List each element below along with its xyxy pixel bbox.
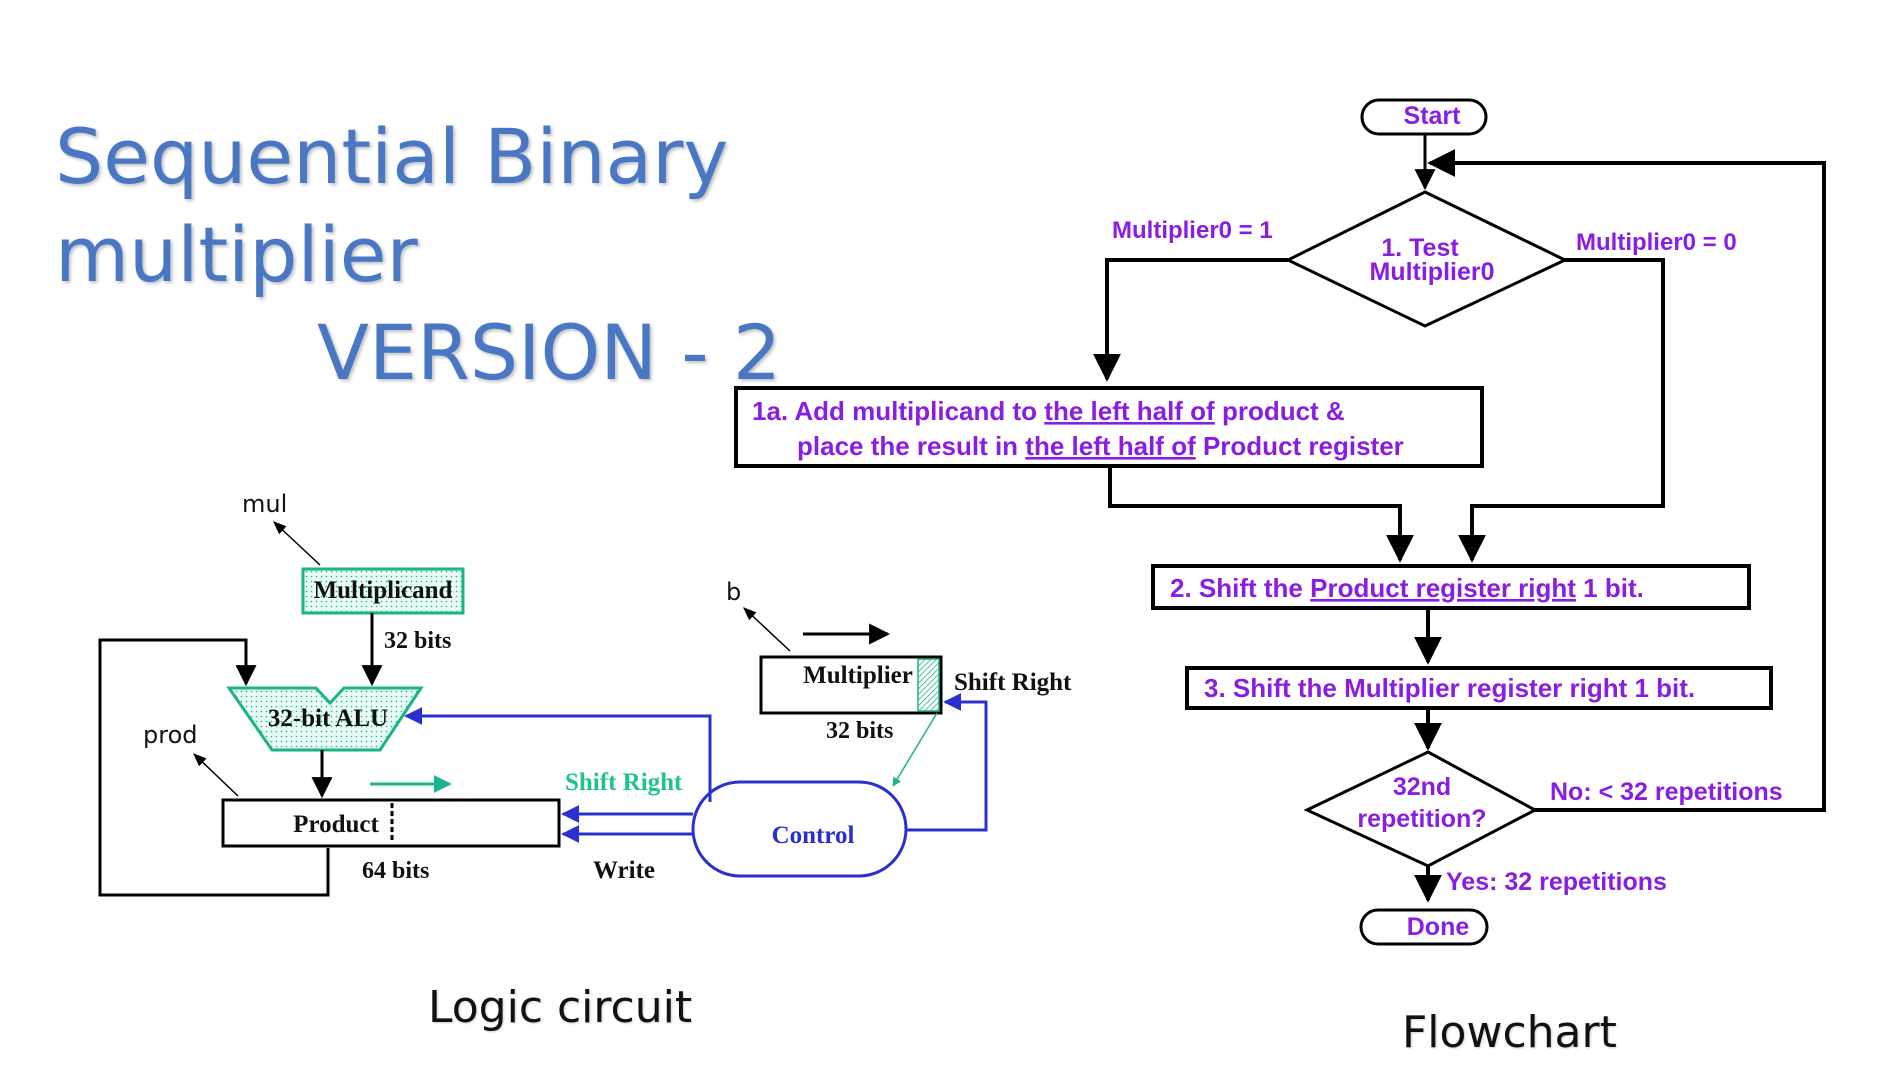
bits-32-mult: 32 bits [826,718,893,744]
done-terminal [1359,908,1489,946]
multiplier-lsb-to-control [892,712,938,787]
flow-arrow-1a-to-2 [1108,466,1414,563]
step-2-label: 2. Shift the Product register right 1 bi… [1170,573,1644,603]
test-line-1: 1. Test [1381,234,1459,262]
step-3-label: 3. Shift the Multiplier register right 1… [1204,673,1695,703]
yes-label: Yes: 32 repetitions [1446,868,1667,896]
caption-logic-circuit: Logic circuit [428,982,693,1033]
mul-pointer-arrow [273,521,321,566]
test-multiplier-decision [1284,190,1569,328]
bits-64: 64 bits [362,858,429,884]
control-to-alu [404,707,712,802]
flow-arrow-left-branch [1093,258,1288,382]
product-label: Product [293,811,379,838]
multiplier-lsb-cell [917,658,940,712]
mul-label: mul [242,490,287,518]
b-pointer-arrow [743,607,791,652]
no-label: No: < 32 repetitions [1550,778,1783,806]
multiplier-register [759,655,943,715]
b-label: b [726,578,741,606]
multiplier-label: Multiplier [803,662,913,689]
branch-label-left: Multiplier0 = 1 [1112,217,1273,244]
product-feedback-loop [98,638,330,897]
step-1a-box [734,386,1484,468]
step-1a-line-2: place the result in the left half of Pro… [797,431,1404,461]
flowchart: Start 1. Test Multiplier0 Multiplier0 = … [734,98,1826,946]
slide-title: Sequential Binary multiplier VERSION - 2 [55,108,1015,402]
flow-arrow-no-loop [1427,149,1826,812]
start-label: Start [1404,102,1462,130]
bits-32-top: 32 bits [384,628,451,654]
write-label: Write [593,857,655,884]
step-3-box [1185,666,1773,710]
alu-label: 32-bit ALU [268,705,388,732]
multiplicand-register [301,567,465,615]
step-2-box [1151,564,1751,610]
control-label: Control [772,822,855,849]
caption-flowchart: Flowchart [1402,1007,1617,1058]
flow-arrow-right-branch [1458,258,1665,563]
prod-label: prod [143,721,198,749]
title-line-1: Sequential Binary multiplier [55,112,729,299]
multiplicand-label: Multiplicand [314,577,453,604]
control-to-multiplier-shift [906,693,988,832]
step-1a-line-1: 1a. Add multiplicand to the left half of… [752,396,1345,426]
branch-label-right: Multiplier0 = 0 [1576,229,1737,256]
title-line-2: VERSION - 2 [317,308,782,397]
done-label: Done [1407,913,1470,941]
test-line-2: Multiplier0 [1369,258,1494,286]
rep-line-1: 32nd [1393,773,1451,801]
logic-circuit: mul Multiplicand 32 bits 32-bit ALU prod… [98,490,1072,897]
prod-pointer-arrow [193,753,239,797]
alu-32-bit [226,686,424,752]
shift-right-black: Shift Right [954,669,1072,696]
shift-right-green: Shift Right [565,769,683,796]
rep-line-2: repetition? [1357,805,1486,833]
